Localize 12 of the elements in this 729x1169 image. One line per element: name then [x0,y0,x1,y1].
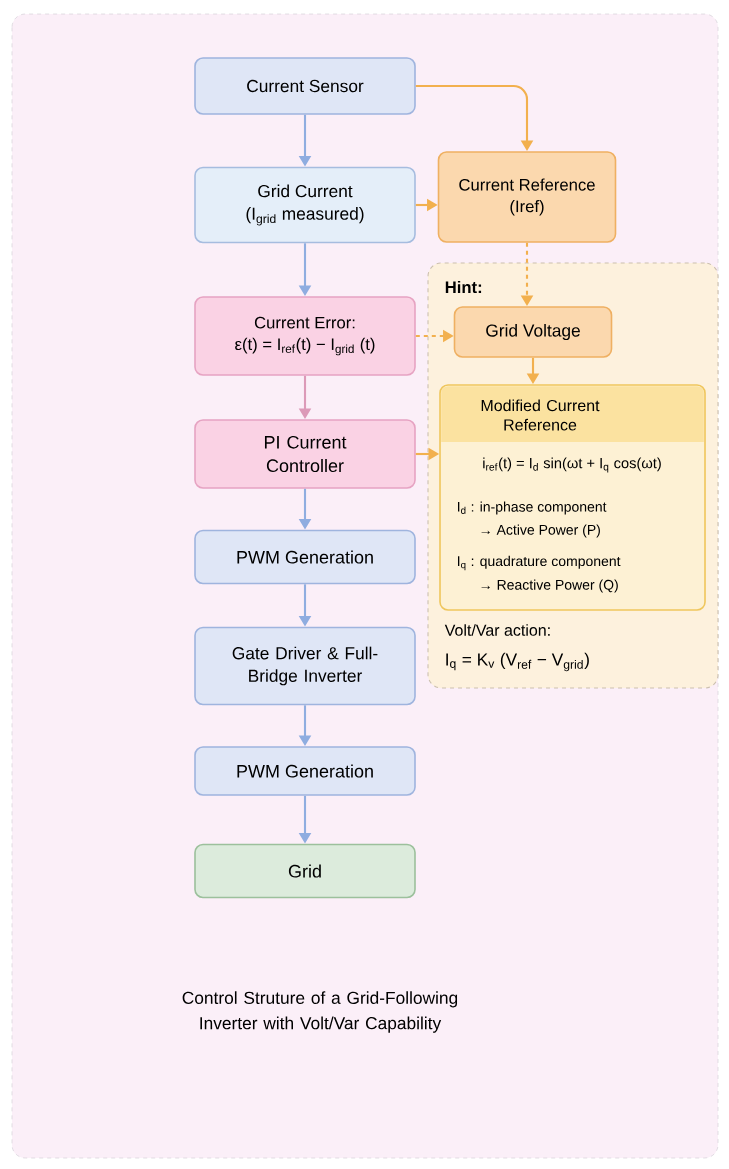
process-box: PWM Generation [194,529,416,585]
process-box: PI Current Controller [194,419,416,489]
process-box: Current Reference (Iref) [437,151,617,243]
caption: Control Struture of a Grid-Following Inverter with Volt/Var Capability [182,991,458,1033]
process-box: Current Error: ε(t) = I$_{ref}$(t) − I$_{grid}$ (t) [194,296,416,376]
formula-card: Modified Current Reference i$_{ref}$(t) = I$_{d}$ sin(ωt + I$_{q}$ cos(ωt) I$_{d}$ : in-phase component → Active Power (P) I$_{q}$ : quadrature component → Reactive Power (Q) [439,384,706,611]
input-box: Grid Voltage [453,306,613,358]
process-box: Grid [194,843,416,899]
process-box: PWM Generation [194,746,416,796]
process-box: Grid Current (I$_{grid}$ measured) [194,166,416,244]
process-box: Current Sensor [194,57,416,115]
process-box: Gate Driver & Full-Bridge Inverter [194,626,416,706]
